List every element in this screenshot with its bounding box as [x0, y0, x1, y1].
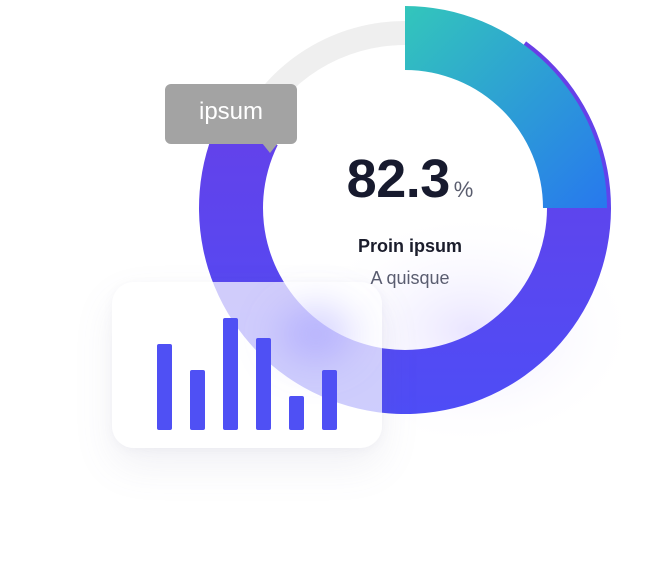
bar-3: [223, 318, 238, 430]
tooltip: ipsum: [165, 84, 297, 144]
bar-6: [322, 370, 337, 430]
bar-1: [157, 344, 172, 430]
bar-chart-glow: [264, 294, 368, 374]
bar-chart: [157, 294, 368, 430]
center-glow: [380, 110, 460, 170]
donut-value-unit: %: [453, 177, 474, 202]
donut-label: Proin ipsum: [357, 236, 462, 256]
bar-5: [289, 396, 304, 430]
tooltip-tail: [262, 143, 278, 153]
donut-highlight-arc: [405, 6, 607, 208]
bar-4: [256, 338, 271, 430]
donut-value: 82.3%: [300, 148, 520, 210]
donut-sublabel: A quisque: [370, 268, 450, 288]
bar-2: [190, 370, 205, 430]
donut-value-number: 82.3: [346, 149, 451, 209]
tooltip-text: ipsum: [198, 98, 264, 125]
bar-group: [157, 318, 337, 430]
